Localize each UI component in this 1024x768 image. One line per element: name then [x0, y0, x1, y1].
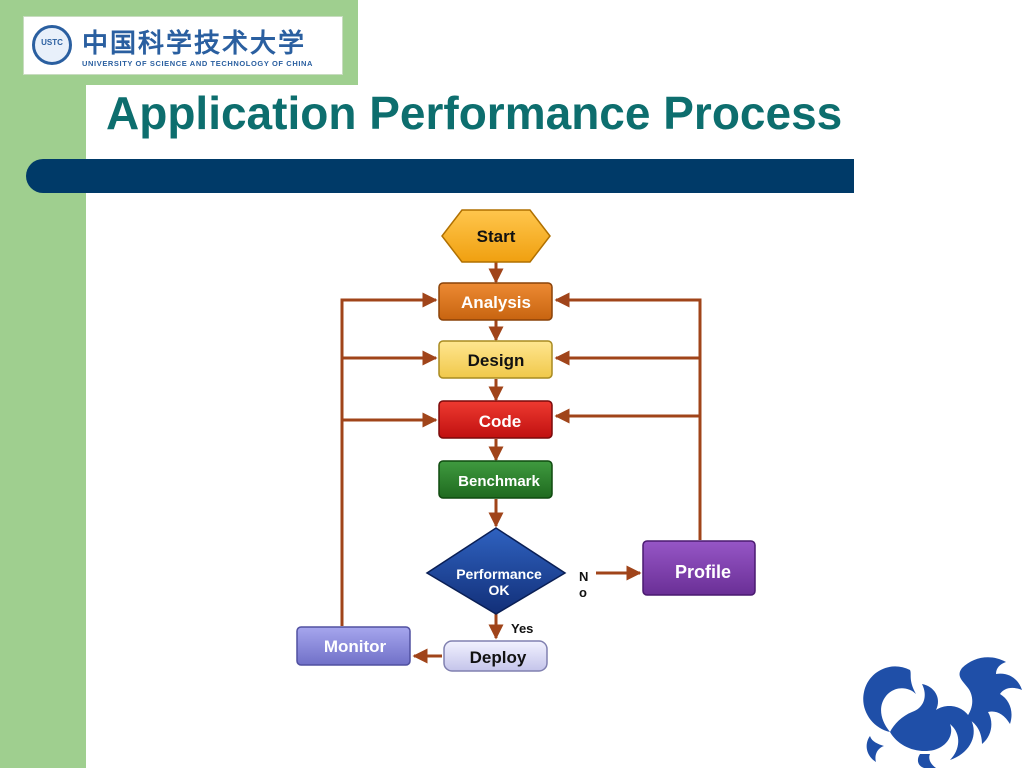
- no-label: N: [579, 569, 588, 584]
- arrow-monitor-analysis: [340, 292, 438, 626]
- decision-label-line1: Performance: [456, 566, 542, 582]
- analysis-label: Analysis: [461, 293, 531, 312]
- yes-label: Yes: [511, 621, 533, 636]
- arrow-profile-analysis: [554, 292, 702, 540]
- decision-label-line2: OK: [489, 582, 510, 598]
- performance-ok-decision: Performance OK: [425, 527, 567, 615]
- design-label: Design: [468, 351, 525, 370]
- flowchart: Start Analysis Design Code Benchmark Per…: [296, 209, 756, 672]
- no-label-cut: o: [579, 585, 587, 600]
- monitor-node: Monitor: [296, 626, 411, 666]
- deploy-label: Deploy: [470, 648, 527, 667]
- code-label: Code: [479, 412, 522, 431]
- university-name-english: UNIVERSITY OF SCIENCE AND TECHNOLOGY OF …: [82, 59, 314, 68]
- title-underline-bar: [26, 159, 854, 193]
- code-node: Code: [438, 400, 553, 439]
- monitor-label: Monitor: [324, 637, 387, 656]
- seal-text: USTC: [41, 38, 63, 47]
- university-seal-icon: USTC: [32, 25, 72, 65]
- analysis-node: Analysis: [438, 282, 553, 321]
- start-label: Start: [477, 227, 516, 246]
- dragon-emblem-icon: [863, 657, 1022, 768]
- benchmark-node: Benchmark: [438, 460, 553, 499]
- profile-node: Profile: [642, 540, 756, 596]
- deploy-node: Deploy: [443, 640, 548, 672]
- design-node: Design: [438, 340, 553, 379]
- left-green-band: [0, 0, 86, 768]
- profile-label: Profile: [675, 562, 731, 582]
- university-name-chinese: 中国科学技术大学: [82, 29, 307, 59]
- benchmark-label: Benchmark: [458, 473, 540, 490]
- university-logo: USTC 中国科学技术大学 UNIVERSITY OF SCIENCE AND …: [24, 17, 342, 74]
- start-node: Start: [441, 209, 551, 263]
- slide-title: Application Performance Process: [106, 87, 843, 139]
